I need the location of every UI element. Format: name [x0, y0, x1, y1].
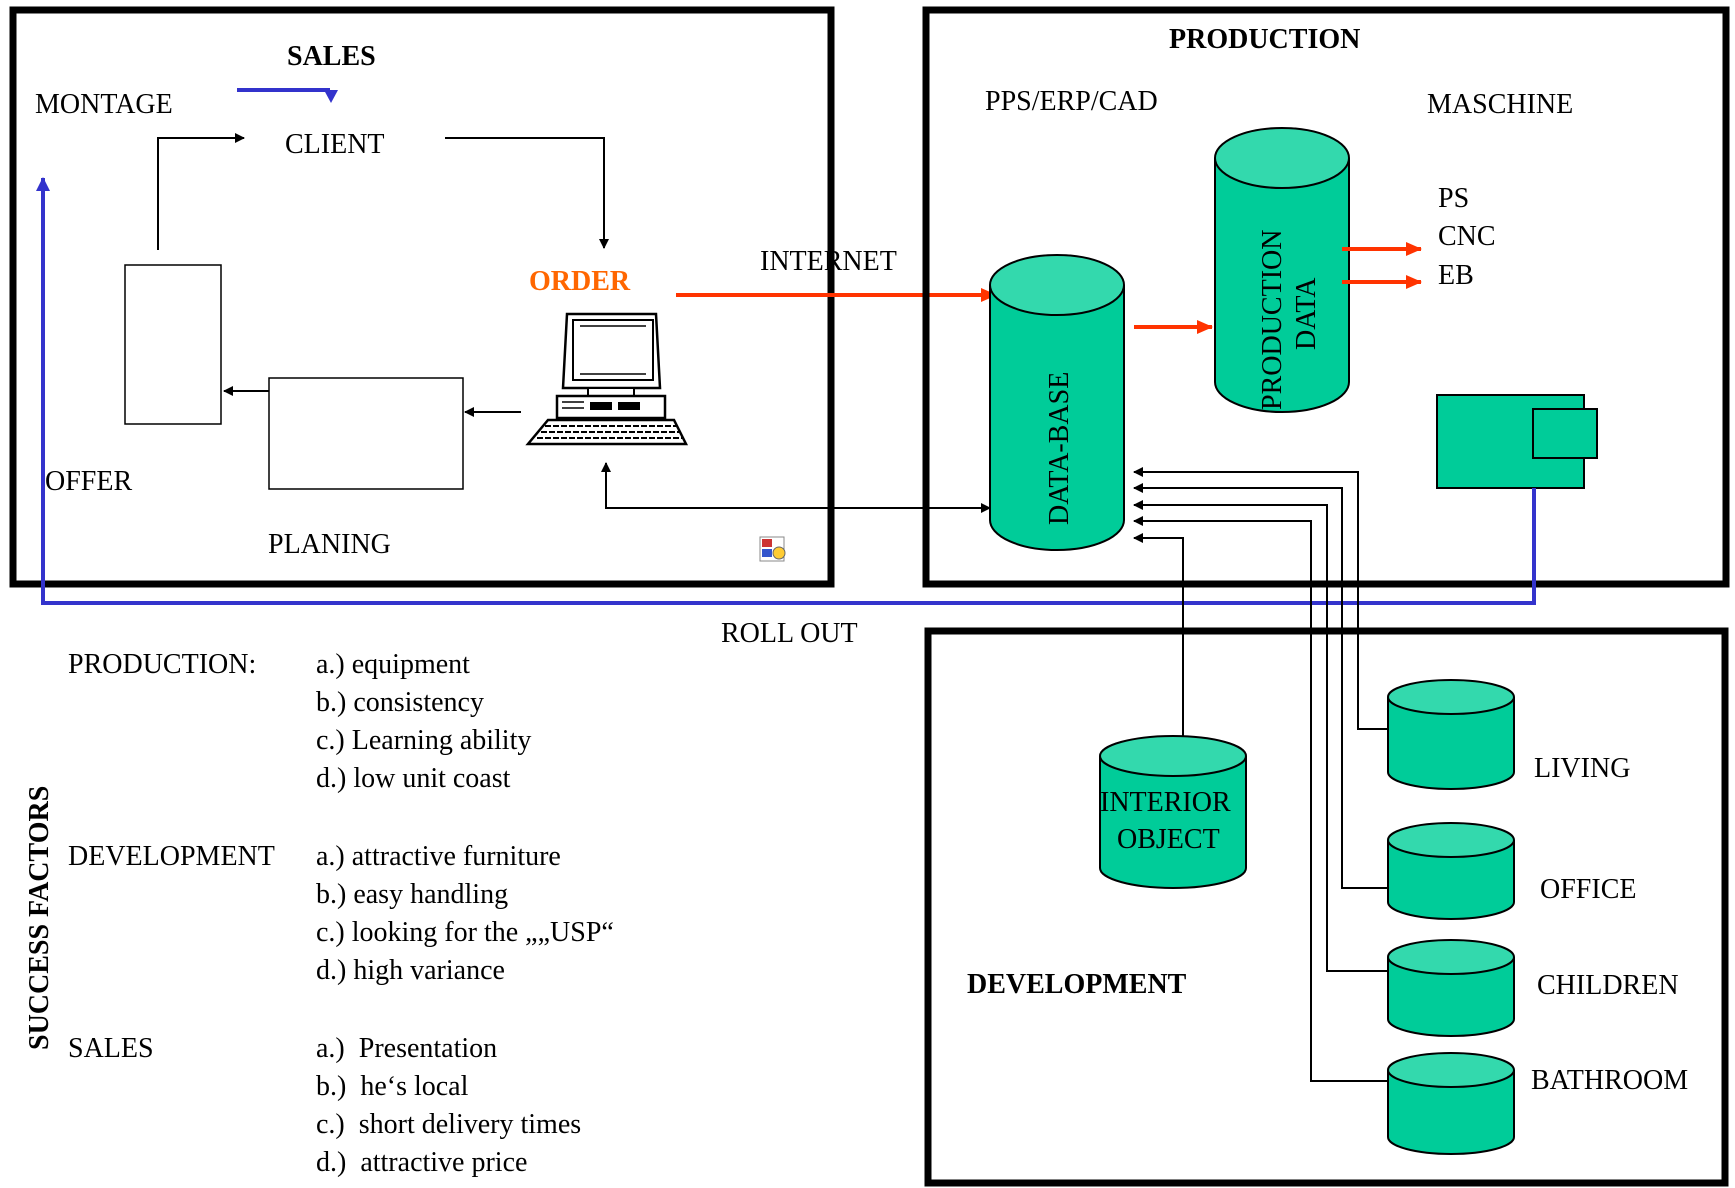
offer-label: OFFER: [45, 466, 132, 497]
living-cylinder: [1387, 679, 1515, 790]
bathroom-label: BATHROOM: [1531, 1065, 1688, 1096]
pps-label: PPS/ERP/CAD: [985, 86, 1158, 117]
database-label: DATA-BASE: [1044, 372, 1075, 525]
sf-production-item-a: a.) equipment: [316, 649, 470, 680]
roll-out-label: ROLL OUT: [721, 618, 858, 649]
sf-production-item-c: c.) Learning ability: [316, 725, 532, 756]
production-data-cylinder: [1214, 127, 1350, 413]
sf-sales-item-a: a.) Presentation: [316, 1033, 498, 1064]
sf-sales-item-d: d.) attractive price: [316, 1147, 528, 1178]
arrow-interior-to-database: [1133, 533, 1184, 736]
sales-title: SALES: [287, 41, 376, 72]
embedded-object-icon: [759, 536, 786, 562]
offer-box: [124, 264, 222, 425]
order-label: ORDER: [529, 266, 631, 297]
maschine-label: MASCHINE: [1427, 89, 1573, 120]
development-title: DEVELOPMENT: [967, 969, 1187, 1000]
sf-development-item-a: a.) attractive furniture: [316, 841, 561, 872]
computer-icon: [525, 312, 689, 446]
output-ps: PS: [1438, 183, 1469, 214]
arrow-client-to-order: [445, 137, 609, 249]
arrow-children-to-database: [1133, 500, 1388, 972]
output-eb: EB: [1438, 260, 1474, 291]
database-cylinder: [989, 254, 1125, 551]
production-title: PRODUCTION: [1169, 24, 1360, 55]
office-label: OFFICE: [1540, 874, 1636, 905]
production-data-label-2: DATA: [1291, 277, 1322, 350]
sf-development-item-b: b.) easy handling: [316, 879, 509, 910]
sf-development-item-c: c.) looking for the „„USP“: [316, 917, 614, 948]
production-data-label-1: PRODUCTION: [1257, 230, 1288, 410]
success-factors-title: SUCCESS FACTORS: [24, 786, 55, 1050]
roll-out-flow: [36, 177, 1536, 605]
sales-blue-arrowhead: [324, 90, 338, 103]
children-cylinder: [1387, 939, 1515, 1037]
living-label: LIVING: [1534, 753, 1630, 784]
interior-object-label-2: OBJECT: [1117, 824, 1220, 855]
sf-sales-name: SALES: [68, 1033, 154, 1064]
sf-production-item-d: d.) low unit coast: [316, 763, 511, 794]
client-label: CLIENT: [285, 129, 385, 160]
arrow-bathroom-to-database: [1133, 516, 1388, 1082]
arrow-computer-database: [601, 462, 991, 513]
planing-box: [268, 377, 464, 490]
montage-label: MONTAGE: [35, 89, 173, 120]
interior-object-cylinder: [1099, 735, 1247, 889]
interior-object-label-1: INTERIOR: [1100, 787, 1231, 818]
office-cylinder: [1387, 822, 1515, 920]
arrow-living-to-database: [1133, 467, 1388, 730]
arrow-office-to-database: [1133, 483, 1388, 889]
sf-production-item-b: b.) consistency: [316, 687, 484, 718]
machine-icon: [1436, 394, 1598, 489]
sf-sales-item-b: b.) he‘s local: [316, 1071, 469, 1102]
bathroom-cylinder: [1387, 1052, 1515, 1155]
internet-label: INTERNET: [760, 246, 897, 277]
planing-label: PLANING: [268, 529, 391, 560]
sf-development-name: DEVELOPMENT: [68, 841, 275, 872]
sf-production-name: PRODUCTION:: [68, 649, 257, 680]
arrow-offer-to-client: [157, 133, 245, 250]
output-cnc: CNC: [1438, 221, 1496, 252]
sf-sales-item-c: c.) short delivery times: [316, 1109, 582, 1140]
sf-development-item-d: d.) high variance: [316, 955, 505, 986]
children-label: CHILDREN: [1537, 970, 1679, 1001]
